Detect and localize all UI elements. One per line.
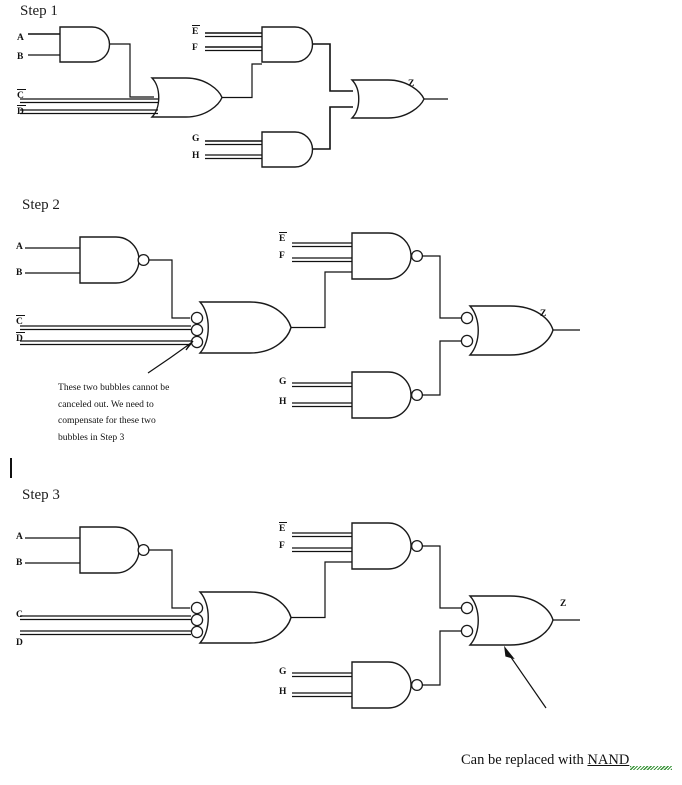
step-3-output-label-Z: Z: [560, 599, 567, 609]
step-1-input-label-A: A: [17, 33, 25, 43]
spellcheck-squiggle: [630, 766, 672, 770]
step-1-wire-and-gh-out: [313, 106, 353, 150]
step-1-gate-and-gh: [261, 131, 314, 168]
step-2-bubble-or-in-2: [190, 323, 204, 337]
text-caret: [10, 458, 12, 478]
step-2-input-label-B: B: [16, 268, 23, 278]
step-3-wire-nand-ab-out: [149, 549, 190, 609]
step-2-wire-nand-gh-out: [422, 340, 462, 396]
step-3-gate-nand-gh: [351, 661, 424, 709]
step-3-input-label-G: G: [279, 667, 287, 677]
step-2-gate-nand-gh: [351, 371, 424, 419]
step-3-input-label-B: B: [16, 558, 23, 568]
step-3-circuit: [20, 522, 580, 709]
step-2-bubble-nand-gh: [410, 388, 424, 402]
step-3-bubble-or-in-3: [190, 625, 204, 639]
step-1-output-label-Z: Z: [408, 79, 415, 89]
step-3-bubble-nand-ab: [137, 543, 150, 557]
step-2-bubble-final-in-2: [460, 334, 474, 348]
step-2-bubble-final-in-1: [460, 311, 474, 325]
step-3-input-label-D: D: [16, 638, 24, 648]
step-3-wire-nand-gh-out: [422, 630, 462, 686]
step-3-caption-leader: [507, 652, 547, 709]
step-1-wire-and-ef-out: [313, 43, 353, 92]
step-1-gate-and-ef: [261, 26, 314, 63]
step-3-input-label-A: A: [16, 532, 24, 542]
step-2-annotation-arrowhead: [185, 340, 194, 351]
step-2-wire-nand-ef-out: [422, 255, 462, 319]
step-3-gate-or-final: [460, 595, 554, 646]
step-3-gate-or-cd: [190, 591, 292, 644]
step-2-gate-nand-ef: [351, 232, 424, 280]
caption: Can be replaced with NAND: [461, 752, 629, 769]
step-1-title: Step 1: [20, 3, 58, 19]
step-3-bubble-or-in-2: [190, 613, 204, 627]
caption-prefix: Can be replaced with: [461, 752, 588, 768]
step-3-input-label-E: E: [278, 521, 287, 534]
step-3-gate-nand-ef: [351, 522, 424, 570]
step-2-annotation-leader: [147, 342, 192, 374]
step-1-input-label-H: H: [192, 151, 200, 161]
step-1-input-label-F: F: [192, 43, 199, 53]
step-2-wire-nand-ab-out: [149, 259, 190, 319]
step-3-bubble-final-in-2: [460, 624, 474, 638]
step-1-gate-or-cd: [150, 77, 223, 118]
step-2-input-label-D: D: [15, 331, 25, 344]
step-3-caption-arrowhead: [504, 645, 515, 660]
step-1-circuit: [20, 26, 448, 168]
step-2-gate-or-cd: [190, 301, 292, 354]
step-2-wire-or-cd-out: [291, 271, 352, 329]
step-1-input-label-G: G: [192, 134, 200, 144]
step-3-input-label-H: H: [279, 687, 287, 697]
step-3-bubble-final-in-1: [460, 601, 474, 615]
step-2-input-label-E: E: [278, 231, 287, 244]
step-2-bubble-nand-ab: [137, 253, 150, 267]
step-1-input-label-E: E: [191, 24, 200, 37]
step-3-wire-nand-ef-out: [422, 545, 462, 609]
step-3-bubble-or-in-1: [190, 601, 204, 615]
step-1-wire-or-cd-out: [222, 63, 262, 99]
step-3-input-label-C: C: [16, 610, 24, 620]
step-2-input-label-G: G: [279, 377, 287, 387]
step-2-output-label-Z: Z: [540, 309, 547, 319]
step-2-input-label-C: C: [15, 314, 25, 327]
step-2-input-label-H: H: [279, 397, 287, 407]
step-1-gate-and-ab: [59, 26, 111, 63]
step-1-input-label-B: B: [17, 52, 24, 62]
step-1-input-label-D: D: [16, 104, 26, 117]
step-3-wire-or-cd-out: [291, 561, 352, 619]
step-2-gate-nand-ab: [79, 236, 150, 284]
step-2-bubble-nand-ef: [410, 249, 424, 263]
step-3-title: Step 3: [22, 487, 60, 503]
step-2-input-label-A: A: [16, 242, 24, 252]
step-2-bubble-or-in-1: [190, 311, 204, 325]
step-2-input-label-F: F: [279, 251, 286, 261]
step-1-input-label-C: C: [16, 88, 26, 101]
step-3-input-label-F: F: [279, 541, 286, 551]
caption-highlight: NAND: [587, 752, 630, 768]
step-2-bubble-or-in-3: [190, 335, 204, 349]
step-3-bubble-nand-gh: [410, 678, 424, 692]
step-2-title: Step 2: [22, 197, 60, 213]
step-3-bubble-nand-ef: [410, 539, 424, 553]
step-3-gate-nand-ab: [79, 526, 150, 574]
step-1-wire-and-ab-out: [110, 43, 154, 98]
step-2-annotation-text: These two bubbles cannot be canceled out…: [58, 382, 170, 443]
